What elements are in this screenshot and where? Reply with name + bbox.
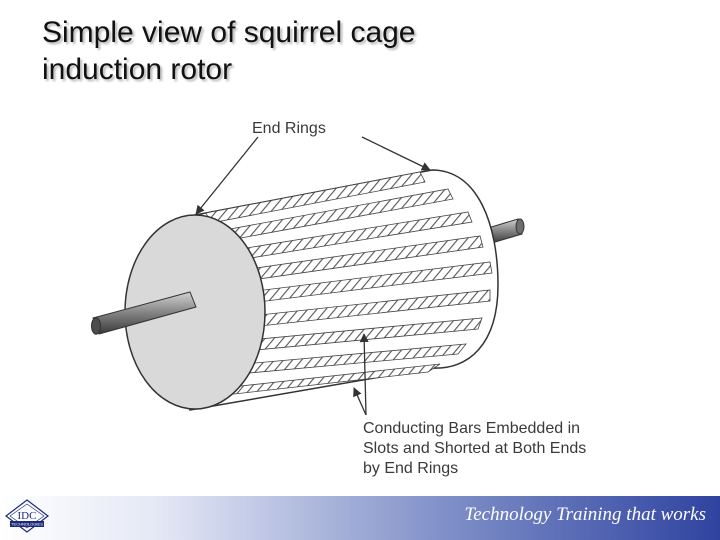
rotor-diagram: End Rings Conducting Bars Embedded in Sl… xyxy=(91,120,586,477)
rotor-core xyxy=(189,169,499,411)
footer-bar: IDC TECHNOLOGIES Technology Training tha… xyxy=(0,496,720,540)
rotor-shaft-front xyxy=(91,291,197,335)
conducting-bars xyxy=(205,171,493,398)
logo-text: IDC xyxy=(18,510,37,522)
slide-title-line-2: induction rotor xyxy=(42,53,233,86)
slide-title-line-1: Simple view of squirrel cage xyxy=(42,16,416,49)
slide-title: Simple view of squirrel cage induction r… xyxy=(42,14,602,88)
company-logo: IDC TECHNOLOGIES xyxy=(5,499,49,533)
end-rings-label: End Rings xyxy=(252,120,326,137)
conducting-bars-label-line-3: by End Rings xyxy=(363,460,458,477)
footer-tagline: Technology Training that works xyxy=(464,504,706,525)
end-rings-arrows xyxy=(195,136,431,215)
logo-subtext: TECHNOLOGIES xyxy=(11,522,43,527)
conducting-bars-label-line-2: Slots and Shorted at Both Ends xyxy=(363,440,586,457)
rotor-shaft-back xyxy=(487,218,525,244)
conducting-bars-arrows xyxy=(353,333,369,416)
conducting-bars-label-line-1: Conducting Bars Embedded in xyxy=(363,420,580,437)
